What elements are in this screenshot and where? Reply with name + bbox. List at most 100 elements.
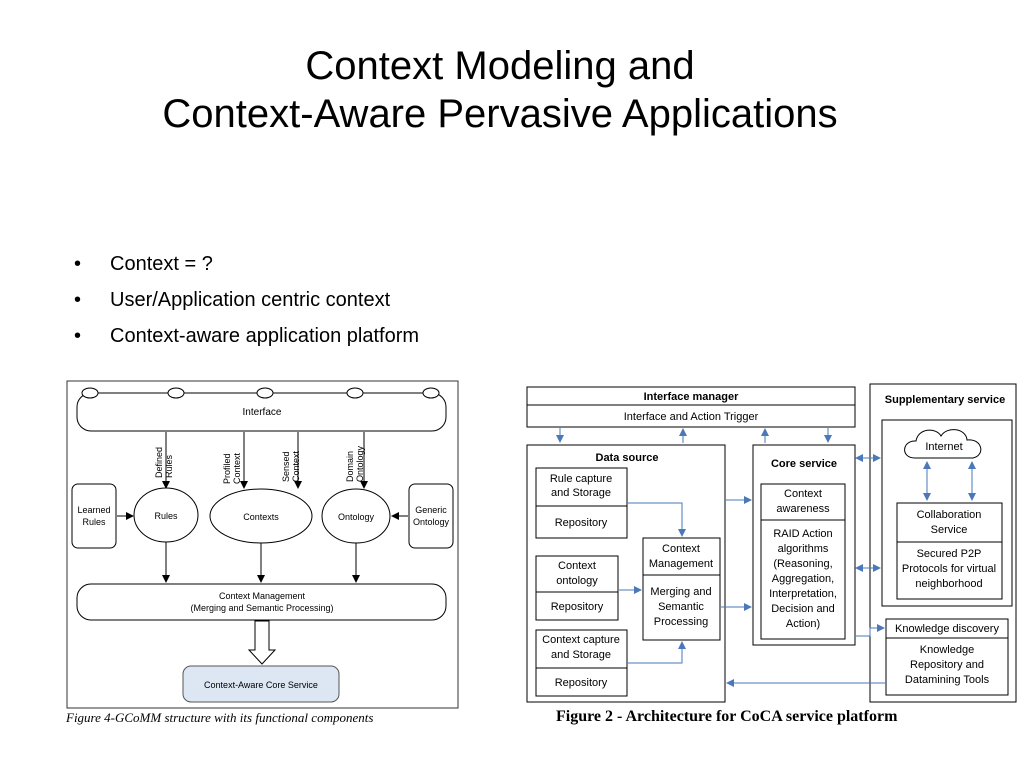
rule-capture-line1: Rule capture — [550, 473, 612, 485]
svg-text:Context: Context — [291, 450, 301, 482]
label-defined-rules: Defined Rules — [154, 447, 174, 478]
rule-capture-box — [535, 467, 628, 539]
rules-label: Rules — [154, 511, 178, 521]
context-management-line1: Context — [662, 543, 700, 555]
svg-text:Context: Context — [232, 452, 242, 484]
svg-text:Profiled: Profiled — [222, 453, 232, 484]
context-awareness-line2: awareness — [776, 503, 830, 515]
data-source-label: Data source — [596, 452, 659, 464]
coca-caption: Figure 2 - Architecture for CoCA service… — [556, 708, 898, 725]
secured-line1: Secured P2P — [917, 548, 982, 560]
knowledge-discovery-box — [885, 618, 1009, 696]
context-capture-box — [535, 629, 628, 697]
svg-text:Rules: Rules — [164, 454, 174, 478]
context-ontology-line2: ontology — [556, 575, 598, 587]
ontology-repository-label: Repository — [551, 601, 604, 613]
arrow-capture-to-management — [627, 641, 686, 664]
context-capture-line2: and Storage — [551, 649, 611, 661]
knowledge-repo-line1: Knowledge — [920, 644, 974, 656]
bullet-item: • Context-aware application platform — [74, 318, 419, 354]
label-domain-ontology: Domain Ontology — [345, 445, 365, 482]
bullet-text: Context = ? — [110, 253, 213, 275]
internet-cloud-icon — [904, 429, 982, 459]
slide-title: Context Modeling and Context-Aware Perva… — [0, 42, 1000, 138]
context-awareness-box — [760, 483, 846, 640]
knowledge-discovery-label: Knowledge discovery — [895, 623, 999, 635]
interface-label: Interface — [243, 407, 282, 418]
rule-capture-line2: and Storage — [551, 487, 611, 499]
interface-port — [167, 387, 185, 399]
contexts-label: Contexts — [243, 512, 279, 522]
generic-ontology-line2: Ontology — [413, 517, 450, 527]
raid-line1: RAID Action — [773, 528, 832, 540]
merging-line3: Processing — [654, 616, 708, 628]
svg-text:Defined: Defined — [154, 447, 164, 478]
title-line-2: Context-Aware Pervasive Applications — [162, 92, 838, 136]
secured-line3: neighborhood — [915, 578, 982, 590]
merging-line1: Merging and — [650, 586, 711, 598]
knowledge-repo-line3: Datamining Tools — [905, 674, 990, 686]
figure-coca: Interface manager Interface and Action T… — [526, 383, 1017, 725]
bullet-glyph: • — [74, 253, 82, 275]
svg-text:Domain: Domain — [345, 451, 355, 482]
knowledge-repo-line2: Repository and — [910, 659, 984, 671]
bullet-text: Context-aware application platform — [110, 325, 420, 347]
interface-port — [422, 387, 440, 399]
raid-line3: (Reasoning, — [773, 558, 832, 570]
bullet-item: • User/Application centric context — [74, 282, 419, 318]
bullet-text: User/Application centric context — [110, 289, 391, 311]
raid-line7: Action) — [786, 618, 820, 630]
merging-line2: Semantic — [658, 601, 704, 613]
supplementary-label: Supplementary service — [885, 394, 1005, 406]
rule-repository-label: Repository — [555, 517, 608, 529]
internet-label: Internet — [925, 441, 962, 453]
context-management-line1: Context Management — [219, 591, 306, 601]
learned-rules-box — [71, 483, 117, 549]
bullet-list: • Context = ? • User/Application centric c… — [74, 246, 419, 354]
collaboration-line1: Collaboration — [917, 509, 982, 521]
raid-line2: algorithms — [778, 543, 829, 555]
core-service-label: Core service — [771, 458, 837, 470]
interface-manager-box — [526, 386, 856, 428]
raid-line4: Aggregation, — [772, 573, 834, 585]
context-management-line2: (Merging and Semantic Processing) — [190, 603, 333, 613]
bullet-item: • Context = ? — [74, 246, 419, 282]
context-capture-line1: Context capture — [542, 634, 620, 646]
context-management-line2: Management — [649, 558, 713, 570]
svg-text:Ontology: Ontology — [355, 445, 365, 482]
interface-port — [346, 387, 364, 399]
label-profiled-context: Profiled Context — [222, 452, 242, 484]
interface-port — [81, 387, 99, 399]
learned-rules-line1: Learned — [77, 505, 110, 515]
learned-rules-line2: Rules — [82, 517, 106, 527]
hollow-arrow-down — [247, 620, 277, 665]
figure-gcomm: Interface Defined Rules Profiled Context… — [65, 380, 459, 725]
generic-ontology-box — [408, 483, 454, 549]
bullet-glyph: • — [74, 289, 82, 311]
context-management-box — [76, 583, 447, 621]
core-service-label: Context-Aware Core Service — [204, 680, 318, 690]
arrow-rule-to-management — [627, 502, 686, 537]
context-ontology-box — [535, 555, 619, 621]
core-service-box — [182, 665, 340, 703]
interface-action-label: Interface and Action Trigger — [624, 411, 759, 423]
generic-ontology-line1: Generic — [415, 505, 447, 515]
svg-text:Sensed: Sensed — [281, 451, 291, 482]
bullet-glyph: • — [74, 325, 82, 347]
interface-port — [256, 387, 274, 399]
collaboration-line2: Service — [931, 524, 968, 536]
context-awareness-line1: Context — [784, 488, 822, 500]
collaboration-service-box — [896, 502, 1003, 600]
raid-line5: Interpretation, — [769, 588, 837, 600]
arrow-core-to-knowledge — [856, 624, 885, 637]
title-line-1: Context Modeling and — [305, 44, 695, 88]
secured-line2: Protocols for virtual — [902, 563, 996, 575]
ontology-label: Ontology — [338, 512, 375, 522]
context-management-box — [642, 537, 721, 641]
gcomm-caption: Figure 4-GCoMM structure with its functi… — [65, 710, 373, 725]
interface-manager-label: Interface manager — [644, 391, 739, 403]
capture-repository-label: Repository — [555, 677, 608, 689]
label-sensed-context: Sensed Context — [281, 450, 301, 482]
raid-line6: Decision and — [771, 603, 835, 615]
